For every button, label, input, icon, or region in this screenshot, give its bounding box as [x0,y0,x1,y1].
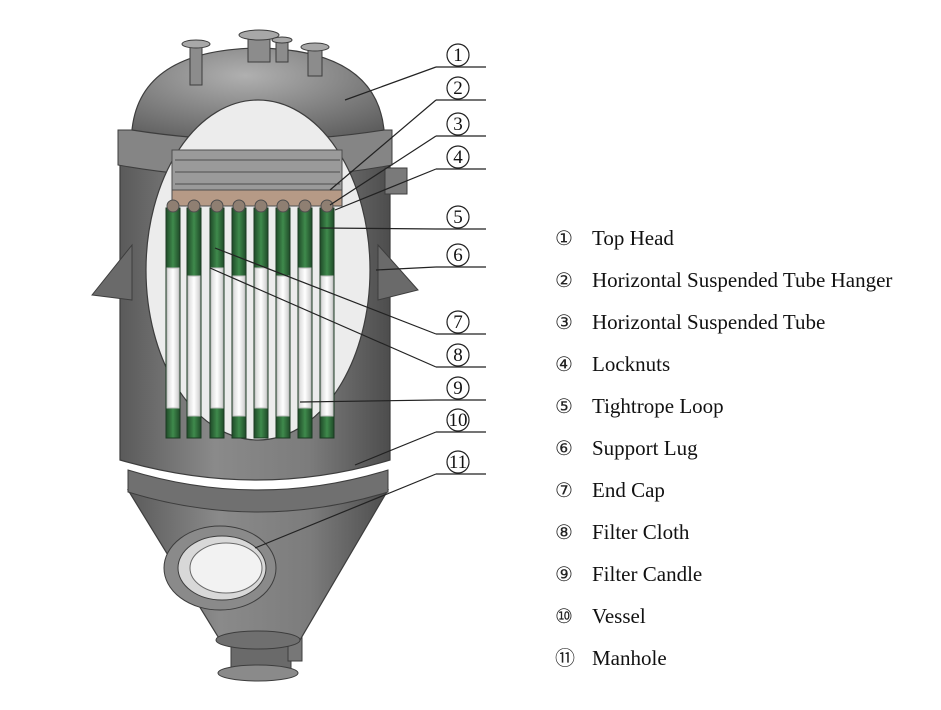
callout-number: 6 [453,245,463,266]
callout-circle [446,408,470,432]
support-lug-right [377,243,419,301]
leader-line [334,168,437,211]
callout-11: 11 [254,450,486,549]
legend-label: Horizontal Suspended Tube Hanger [592,268,892,292]
support-lug-left [91,243,133,301]
legend-number: ⑤ [555,394,573,418]
legend-label: End Cap [592,478,665,502]
legend-number: ⑧ [555,520,573,544]
leader-line [254,473,437,549]
callout-number: 1 [453,45,463,66]
leader-line [344,66,437,101]
callout-9: 9 [299,376,486,403]
callout-4: 4 [334,145,486,211]
callout-8: 8 [209,267,486,368]
legend-item: ⑪ Manhole [555,646,667,670]
filter-candle [253,199,269,439]
callout-circle [446,43,470,67]
legend-item: ⑥ Support Lug [555,436,698,460]
vessel-drawing [91,29,419,682]
bottom-outlet [217,632,303,682]
callout-number: 11 [449,452,467,473]
callout-circle [446,310,470,334]
callout-3: 3 [329,112,486,206]
callout-number: 10 [449,410,468,431]
legend-label: Tightrope Loop [592,394,724,418]
filter-candles [165,199,335,439]
leader-line [375,266,437,271]
callout-circle [446,76,470,100]
legend-item: ⑩ Vessel [555,604,646,628]
callout-number: 8 [453,345,463,366]
callout-number: 3 [453,114,463,135]
tube-hangers [171,149,343,207]
manhole [163,525,277,611]
legend-number: ③ [555,310,573,334]
filter-candle [231,199,247,439]
callout-number: 5 [453,207,463,228]
top-nozzles [181,29,330,86]
legend: ① Top Head ② Horizontal Suspended Tube Hang… [555,226,892,670]
leader-line [329,135,437,206]
callout-circle [446,450,470,474]
legend-number: ① [555,226,573,250]
legend-label: Filter Candle [592,562,702,586]
callout-circle [446,243,470,267]
callout-circle [446,205,470,229]
leader-line [319,227,437,230]
legend-item: ④ Locknuts [555,352,670,376]
leader-line [299,399,437,403]
filter-candle [275,199,291,439]
filter-candle [186,199,202,439]
legend-item: ① Top Head [555,226,674,250]
legend-number: ② [555,268,573,292]
callout-number: 7 [453,312,463,333]
legend-label: Top Head [592,226,674,250]
leader-line [214,247,437,335]
legend-item: ② Horizontal Suspended Tube Hanger [555,268,892,292]
legend-number: ⑪ [555,646,575,670]
callout-circle [446,376,470,400]
legend-label: Vessel [592,604,646,628]
legend-number: ⑦ [555,478,573,502]
leader-line [329,99,437,191]
callout-circle [446,343,470,367]
leader-line [209,267,437,368]
legend-item: ⑨ Filter Candle [555,562,702,586]
leader-line [354,431,437,466]
legend-label: Support Lug [592,436,698,460]
legend-label: Filter Cloth [592,520,690,544]
filter-candle [319,199,335,439]
callout-5: 5 [319,205,486,230]
callouts: 1 2 3 4 5 6 7 8 9 10 11 [209,43,486,549]
callout-number: 9 [453,378,463,399]
legend-label: Manhole [592,646,667,670]
callout-6: 6 [375,243,486,271]
legend-number: ⑥ [555,436,573,460]
legend-item: ⑤ Tightrope Loop [555,394,724,418]
filter-candle [165,199,181,439]
filter-candle [297,199,313,439]
callout-circle [446,145,470,169]
legend-number: ⑨ [555,562,573,586]
callout-number: 2 [453,78,463,99]
legend-item: ⑧ Filter Cloth [555,520,690,544]
callout-10: 10 [354,408,486,466]
callout-7: 7 [214,247,486,335]
legend-number: ⑩ [555,604,573,628]
legend-label: Locknuts [592,352,670,376]
legend-number: ④ [555,352,573,376]
callout-2: 2 [329,76,486,191]
filter-candle [209,199,225,439]
legend-label: Horizontal Suspended Tube [592,310,825,334]
legend-item: ⑦ End Cap [555,478,665,502]
callout-number: 4 [453,147,463,168]
legend-item: ③ Horizontal Suspended Tube [555,310,825,334]
callout-circle [446,112,470,136]
callout-1: 1 [344,43,486,101]
